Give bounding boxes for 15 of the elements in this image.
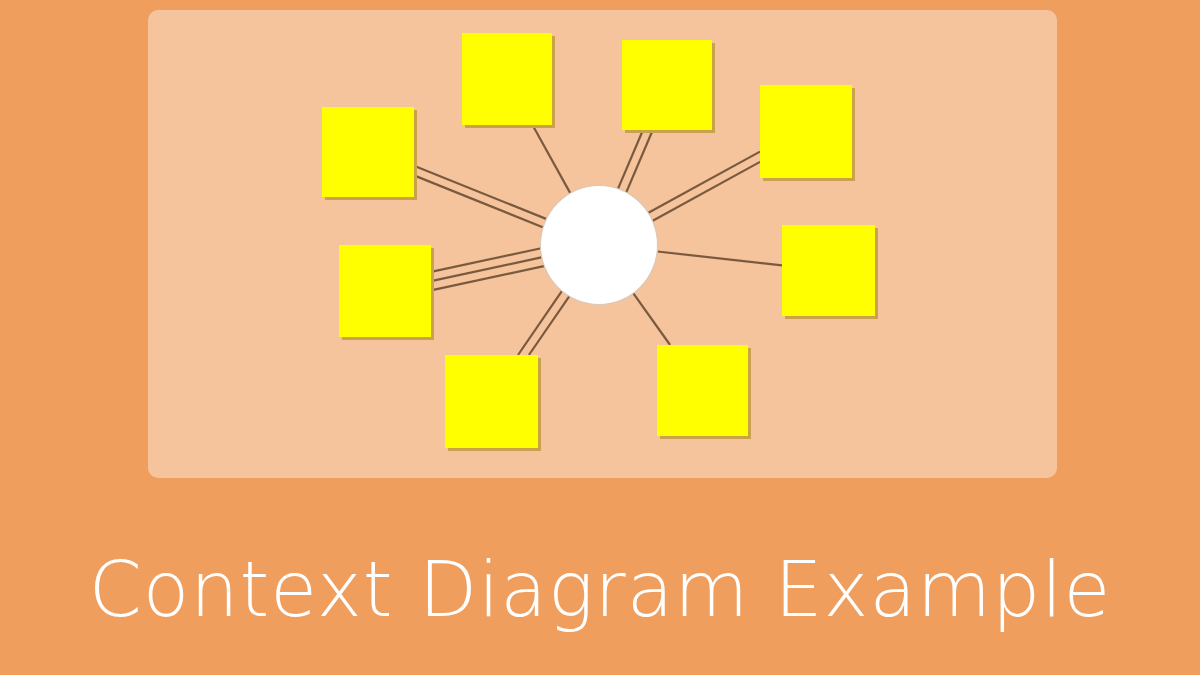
- connector-line: [528, 295, 571, 356]
- sticky-note: [760, 85, 852, 178]
- sticky-note: [445, 355, 538, 448]
- connector-line: [652, 160, 761, 222]
- sticky-note: [462, 33, 552, 125]
- sticky-note: [322, 107, 414, 197]
- sticky-note: [339, 245, 431, 337]
- connector-line: [657, 250, 783, 267]
- sticky-note: [622, 40, 712, 130]
- title: Context Diagram Example: [87, 548, 1113, 632]
- sticky-note: [657, 345, 748, 436]
- connector-line: [517, 290, 563, 356]
- connector-line: [647, 150, 761, 214]
- sticky-note: [782, 225, 875, 316]
- connector-line: [632, 292, 672, 346]
